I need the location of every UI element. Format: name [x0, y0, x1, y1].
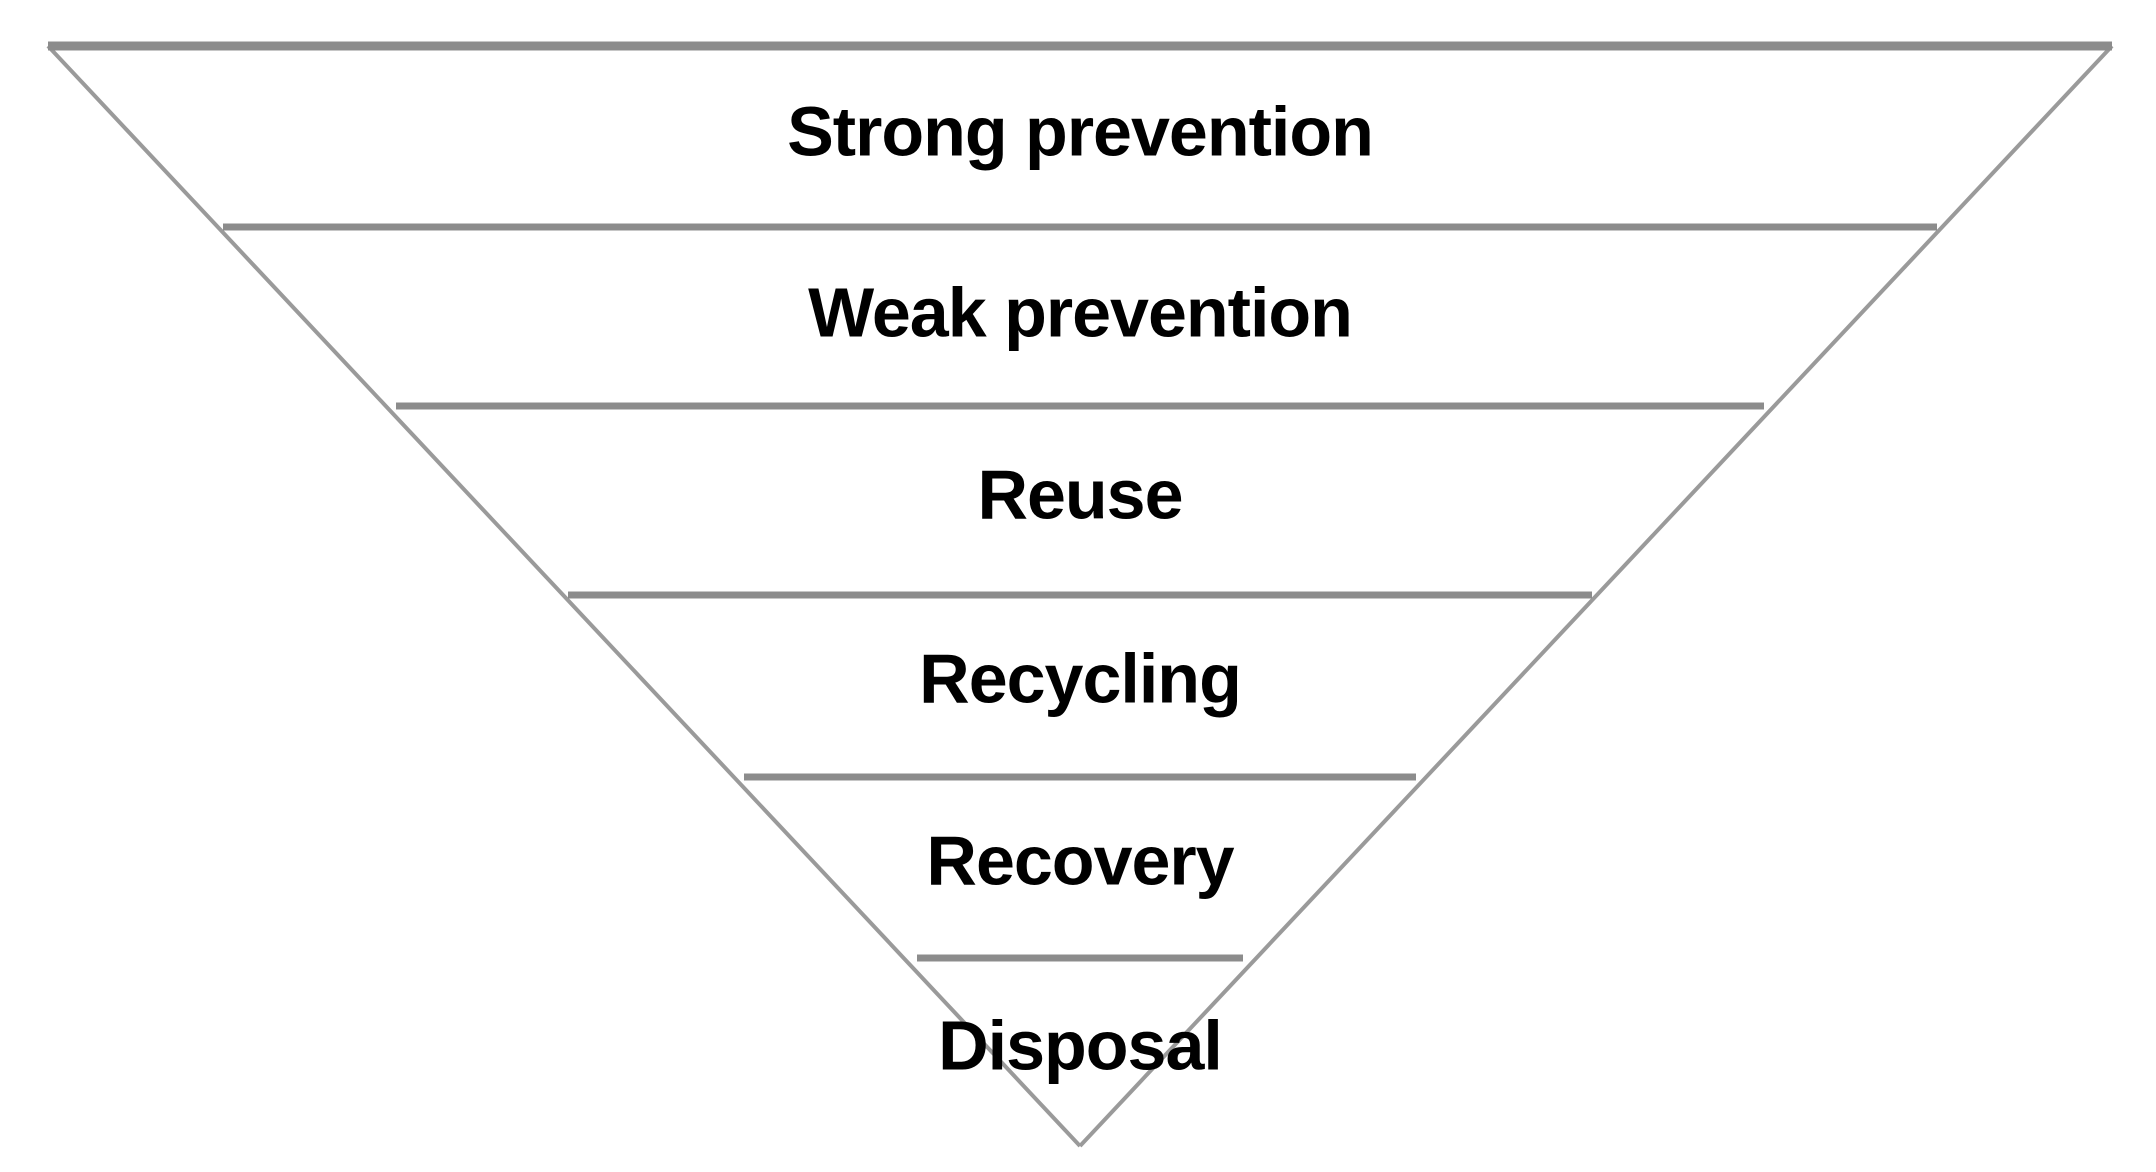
- triangle-left-edge: [46, 44, 1082, 1148]
- tier-dividers: [48, 41, 2112, 962]
- tier-label-strong-prevention: Strong prevention: [787, 92, 1373, 170]
- triangle-right-edge: [1078, 44, 2114, 1148]
- tier-label-recycling: Recycling: [919, 639, 1241, 717]
- tier-label-weak-prevention: Weak prevention: [808, 273, 1352, 351]
- tier-label-reuse: Reuse: [977, 455, 1182, 533]
- tier-labels: Strong prevention Weak prevention Reuse …: [787, 92, 1374, 1084]
- tier-label-recovery: Recovery: [926, 821, 1234, 899]
- tier-label-disposal: Disposal: [938, 1006, 1222, 1084]
